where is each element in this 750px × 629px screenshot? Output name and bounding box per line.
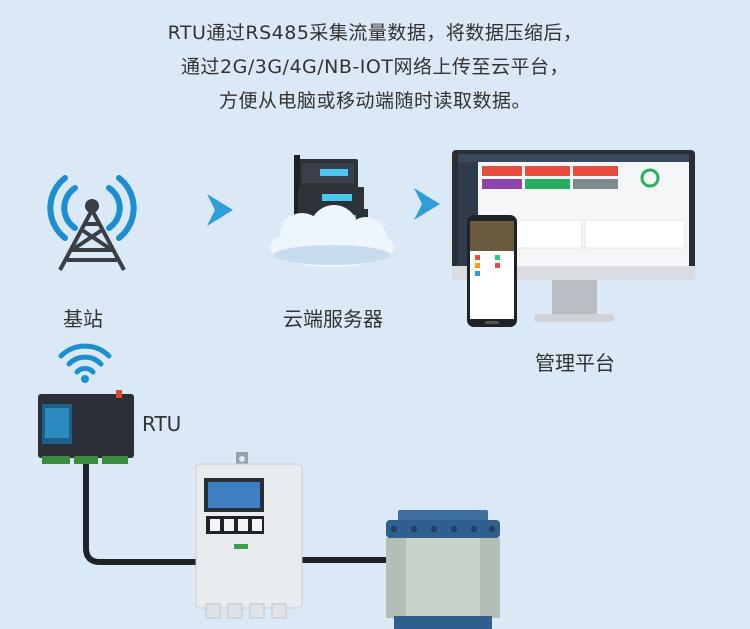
cloud-server-label: 云端服务器 xyxy=(283,307,383,331)
base-station-tower-icon xyxy=(47,175,137,271)
rtu-device-icon xyxy=(38,390,134,464)
cloud-server-icon xyxy=(270,155,394,267)
wifi-signal-icon xyxy=(58,343,112,383)
arrow-right-icon xyxy=(414,188,440,220)
mobile-phone-icon xyxy=(467,215,517,327)
intro-line-2: 通过2G/3G/4G/NB-IOT网络上传至云平台， xyxy=(181,56,569,78)
base-station-label: 基站 xyxy=(63,307,103,331)
intro-line-1: RTU通过RS485采集流量数据，将数据压缩后， xyxy=(167,22,583,44)
flow-sensor-icon xyxy=(386,510,500,629)
rtu-label: RTU xyxy=(142,412,182,436)
arrow-right-icon xyxy=(207,194,233,226)
flow-converter-icon xyxy=(195,452,303,619)
platform-label: 管理平台 xyxy=(535,351,615,375)
intro-line-3: 方便从电脑或移动端随时读取数据。 xyxy=(218,90,531,112)
